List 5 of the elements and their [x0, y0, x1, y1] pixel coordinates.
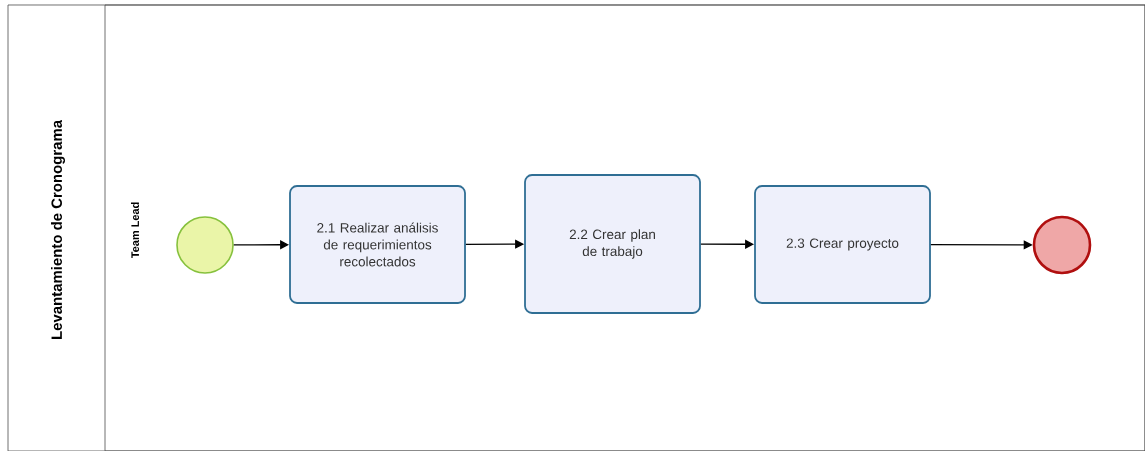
start-event-circle	[176, 216, 234, 274]
task-box: 2.3 Crear proyecto	[754, 185, 931, 304]
task-box: 2.1 Realizar análisis de requerimientos recolectados	[289, 185, 466, 304]
end-event-circle	[1032, 215, 1092, 275]
task-box: 2.2 Crear plan de trabajo	[524, 174, 701, 314]
